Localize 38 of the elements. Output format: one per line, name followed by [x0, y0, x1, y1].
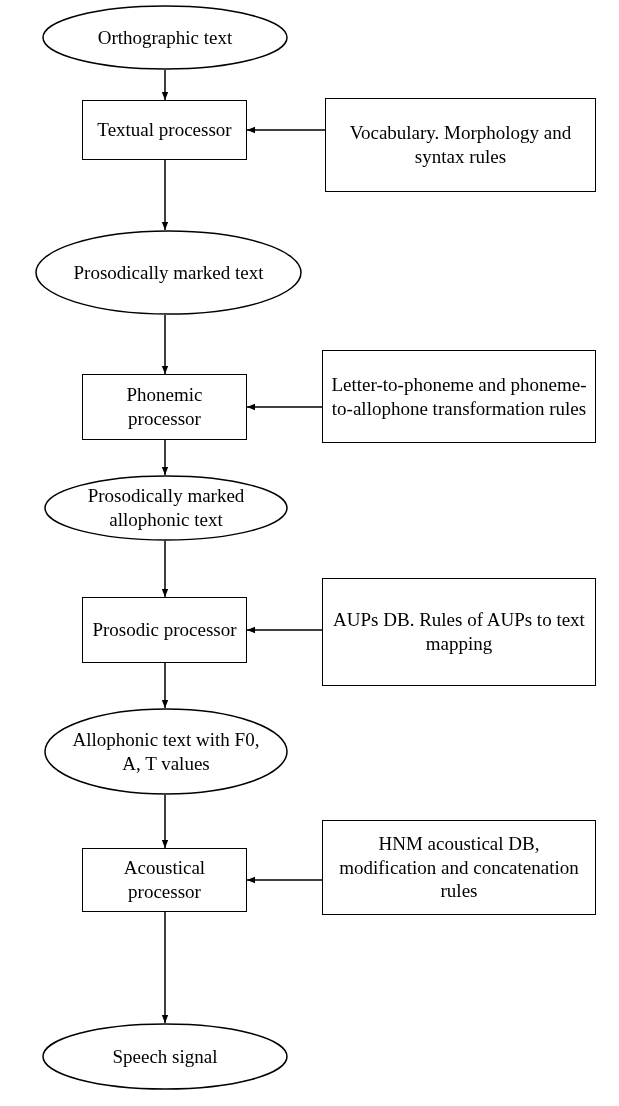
node-label: Allophonic text with F0, A, T values	[71, 727, 261, 776]
node-label: Prosodically marked allophonic text	[86, 484, 246, 532]
resource-box	[322, 820, 596, 915]
arrow	[246, 626, 323, 634]
node-label: Vocabulary. Morphology and syntax rules	[348, 121, 573, 169]
arrow	[246, 126, 326, 134]
process-box	[82, 100, 247, 160]
arrow	[161, 159, 169, 231]
node-label: Phonemic processor	[125, 383, 204, 431]
arrow	[161, 314, 169, 375]
process-box	[82, 848, 247, 912]
terminal-ellipse	[44, 475, 288, 541]
arrow	[161, 662, 169, 709]
arrow	[161, 911, 169, 1024]
arrow	[161, 794, 169, 849]
process-box	[82, 374, 247, 440]
node-label: Orthographic text	[96, 25, 234, 50]
resource-box	[322, 350, 596, 443]
arrow	[246, 403, 323, 411]
node-label: Letter-to-phoneme and phoneme-to-allophone transformation rules	[330, 372, 588, 421]
node-label: Prosodic processor	[91, 618, 238, 642]
terminal-ellipse	[44, 708, 288, 795]
terminal-ellipse	[42, 5, 288, 70]
terminal-ellipse	[42, 1023, 288, 1090]
terminal-ellipse	[35, 230, 302, 315]
resource-box	[325, 98, 596, 192]
arrow	[161, 69, 169, 101]
node-label: AUPs DB. Rules of AUPs to text mapping	[332, 608, 586, 656]
node-label: HNM acoustical DB, modification and concatenation rules	[338, 831, 580, 904]
node-label: Textual processor	[96, 118, 233, 142]
arrow	[161, 439, 169, 476]
arrow	[161, 540, 169, 598]
node-label: Prosodically marked text	[72, 260, 265, 285]
process-box	[82, 597, 247, 663]
node-label: Speech signal	[111, 1044, 219, 1069]
resource-box	[322, 578, 596, 686]
node-label: Acoustical processor	[122, 856, 207, 904]
arrow	[246, 876, 323, 884]
